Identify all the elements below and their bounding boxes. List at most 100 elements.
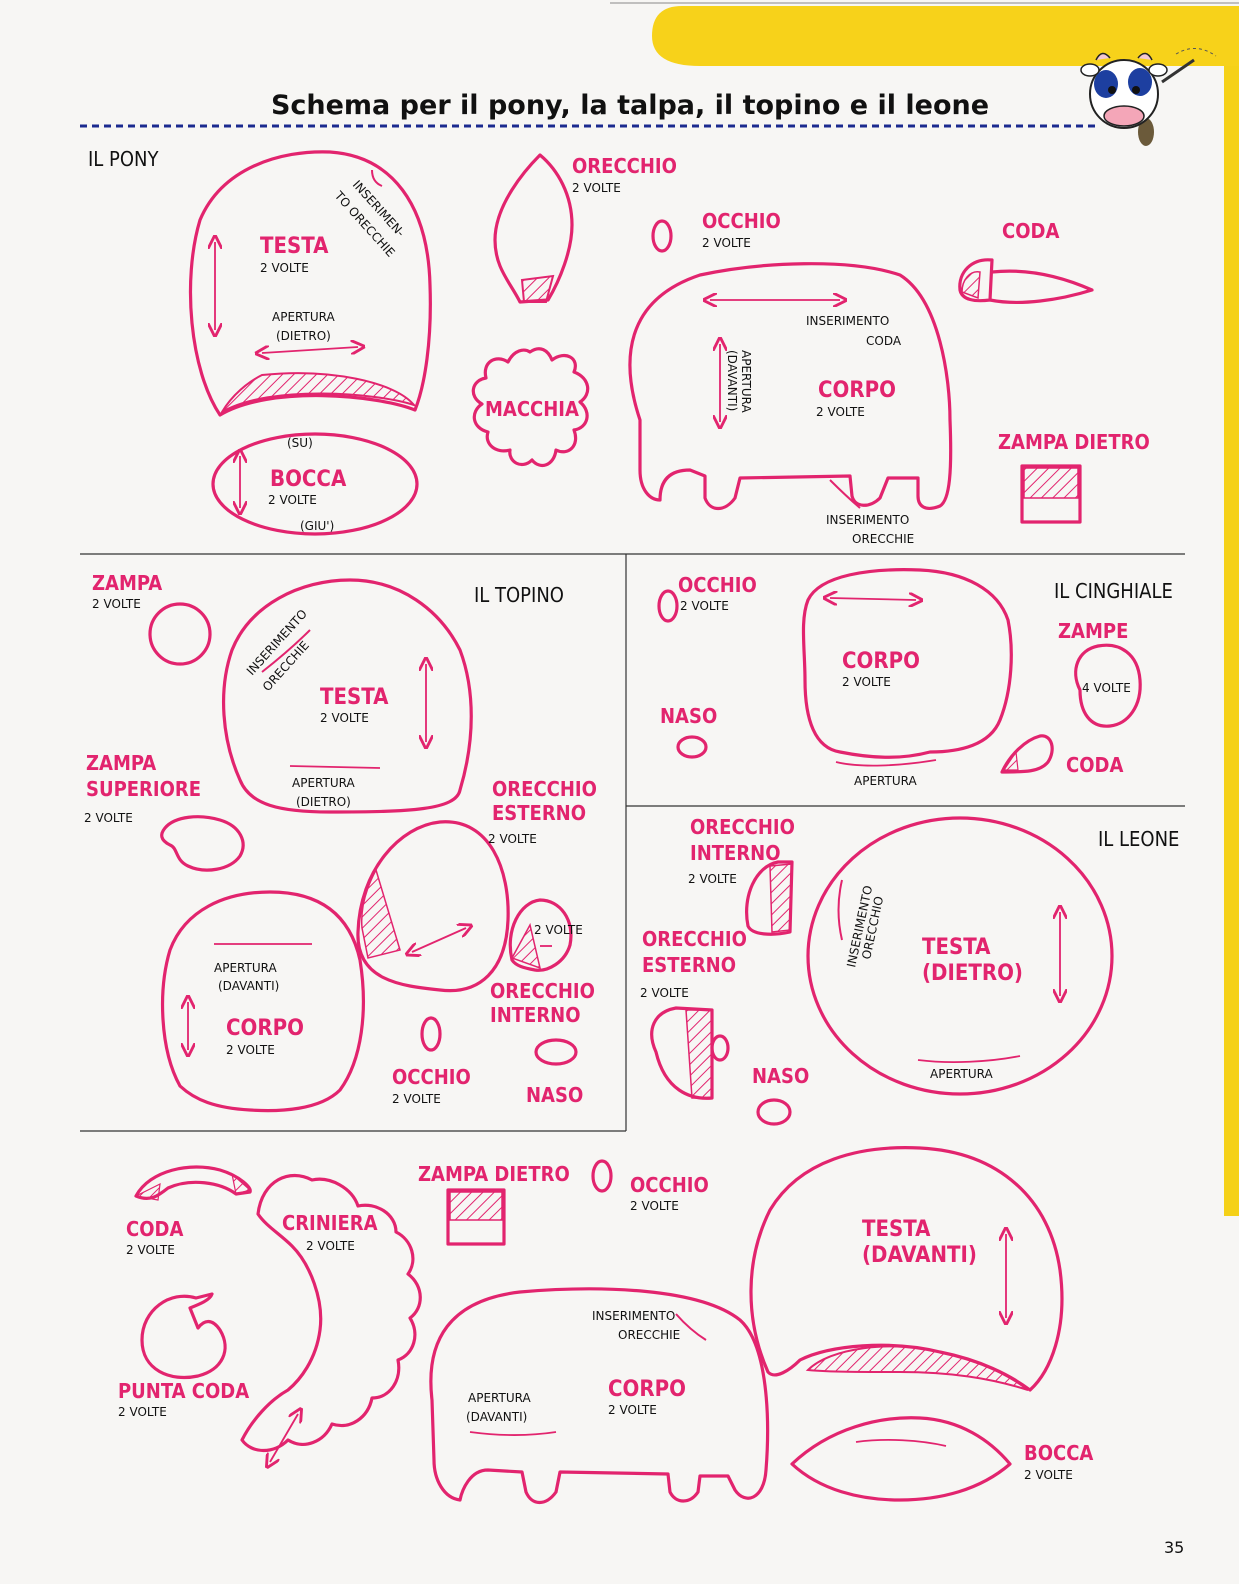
leone-outer-ear-count: 2 VOLTE (640, 986, 689, 1000)
pony-eye-piece (651, 219, 673, 253)
yellow-tab (610, 2, 1239, 1216)
cinghiale-tail-label: CODA (1066, 753, 1123, 777)
pony-mouth-bottom: (GIU') (300, 519, 334, 533)
pony-spot-piece (471, 347, 590, 468)
pony-body-label: CORPO (818, 378, 896, 403)
leone-mouth-piece (790, 1416, 1012, 1502)
leone-eye-count: 2 VOLTE (630, 1199, 679, 1213)
leone-mouth-count: 2 VOLTE (1024, 1468, 1073, 1482)
cinghiale-body-label: CORPO (842, 649, 920, 674)
pony-body-ear-insert-1: INSERIMENTO (826, 513, 909, 527)
pony-head-hatch (219, 372, 417, 415)
section-title-topino: IL TOPINO (474, 583, 564, 607)
pony-mouth-count: 2 VOLTE (268, 493, 317, 507)
section-dividers (80, 553, 1185, 1132)
topino-nose-label: NASO (526, 1083, 583, 1107)
topino-inner-ear-label-1: ORECCHIO (490, 979, 595, 1003)
leone-tail-tip-count: 2 VOLTE (118, 1405, 167, 1419)
leone-tail-piece (134, 1165, 252, 1201)
leone-mane-count: 2 VOLTE (306, 1239, 355, 1253)
cinghiale-body-piece (801, 568, 1013, 759)
leone-tail-tip-piece (140, 1292, 227, 1380)
pony-eye-label: OCCHIO (702, 209, 781, 233)
leone-head-back-piece (806, 816, 1114, 1096)
topino-outer-ear-count: 2 VOLTE (488, 832, 537, 846)
topino-inner-ear-piece (508, 898, 573, 972)
leone-head-front-piece (749, 1146, 1064, 1392)
topino-outer-ear-label-2: ESTERNO (492, 801, 586, 825)
leone-mouth-label: BOCCA (1024, 1441, 1093, 1465)
leone-inner-ear-label-2: INTERNO (690, 841, 781, 865)
pony-head-opening-2: (DIETRO) (276, 329, 331, 343)
leone-nose-label: NASO (752, 1064, 809, 1088)
topino-eye-count: 2 VOLTE (392, 1092, 441, 1106)
leone-back-leg-piece (446, 1188, 506, 1246)
pony-head-piece (188, 150, 432, 417)
pony-mouth-label: BOCCA (270, 467, 347, 492)
topino-head-label: TESTA (320, 685, 389, 710)
pony-ear-count: 2 VOLTE (572, 181, 621, 195)
topino-head-piece (221, 578, 473, 814)
topino-upper-paw-piece (160, 815, 245, 872)
leone-head-back-opening: APERTURA (930, 1067, 993, 1081)
cinghiale-eye-label: OCCHIO (678, 573, 757, 597)
leone-body-ear-insert-2: ORECCHIE (618, 1328, 680, 1342)
pony-head-opening-1: APERTURA (272, 310, 335, 324)
leone-inner-ear-count: 2 VOLTE (688, 872, 737, 886)
leone-head-front-label-1: TESTA (862, 1217, 931, 1242)
leone-body-label: CORPO (608, 1377, 686, 1402)
leone-tail-label: CODA (126, 1217, 183, 1241)
section-leone: IL LEONE ORECCHIO INTERNO 2 VOLTE ORECCH… (118, 815, 1179, 1505)
pony-body-tail-insert-2: CODA (866, 334, 902, 348)
topino-head-opening-2: (DIETRO) (296, 795, 351, 809)
leone-nose-piece (756, 1098, 792, 1126)
cinghiale-eye-count: 2 VOLTE (680, 599, 729, 613)
leone-outer-ear-label-1: ORECCHIO (642, 927, 747, 951)
topino-eye-label: OCCHIO (392, 1065, 471, 1089)
topino-paw-label: ZAMPA (92, 571, 162, 595)
pony-head-label: TESTA (260, 234, 329, 259)
leone-inner-ear-label-1: ORECCHIO (690, 815, 795, 839)
topino-eye-piece (420, 1016, 442, 1052)
leone-body-ear-insert-1: INSERIMENTO (592, 1309, 675, 1323)
pony-body-count: 2 VOLTE (816, 405, 865, 419)
pony-back-leg-label: ZAMPA DIETRO (998, 430, 1150, 454)
leone-body-opening-2: (DAVANTI) (466, 1410, 527, 1424)
topino-paw-count: 2 VOLTE (92, 597, 141, 611)
cow-mascot-icon (1080, 48, 1217, 146)
topino-body-label: CORPO (226, 1016, 304, 1041)
leone-eye-label: OCCHIO (630, 1173, 709, 1197)
pony-spot-label: MACCHIA (485, 397, 579, 421)
topino-body-count: 2 VOLTE (226, 1043, 275, 1057)
leone-body-opening-1: APERTURA (468, 1391, 531, 1405)
cinghiale-legs-label: ZAMPE (1058, 619, 1128, 643)
pony-mouth-piece (211, 432, 419, 536)
section-title-pony: IL PONY (88, 147, 160, 171)
leone-body-count: 2 VOLTE (608, 1403, 657, 1417)
cinghiale-body-opening: APERTURA (854, 774, 917, 788)
pony-ear-label: ORECCHIO (572, 154, 677, 178)
pony-body-opening-1: APERTURA (739, 350, 753, 413)
leone-outer-ear-label-2: ESTERNO (642, 953, 736, 977)
section-title-leone: IL LEONE (1098, 827, 1179, 851)
leone-tail-count: 2 VOLTE (126, 1243, 175, 1257)
topino-inner-ear-label-2: INTERNO (490, 1003, 581, 1027)
leone-head-back-label-1: TESTA (922, 935, 991, 960)
topino-outer-ear-piece (356, 820, 510, 993)
section-topino: IL TOPINO ZAMPA 2 VOLTE ZAMPA SUPERIORE … (84, 571, 597, 1113)
leone-eye-piece (591, 1159, 613, 1193)
pony-tail-piece (958, 258, 994, 303)
pony-head-count: 2 VOLTE (260, 261, 309, 275)
cinghiale-nose-piece (676, 735, 708, 759)
topino-upper-paw-label-1: ZAMPA (86, 751, 156, 775)
pony-tail-label: CODA (1002, 219, 1059, 243)
leone-mane-piece (240, 1174, 422, 1453)
pony-body-tail-insert-1: INSERIMENTO (806, 314, 889, 328)
leone-inner-ear-piece (745, 860, 794, 936)
pony-body-piece (628, 262, 953, 511)
cinghiale-legs-piece (1074, 643, 1142, 728)
pony-eye-count: 2 VOLTE (702, 236, 751, 250)
topino-head-count: 2 VOLTE (320, 711, 369, 725)
leone-mane-label: CRINIERA (282, 1211, 378, 1235)
cinghiale-body-count: 2 VOLTE (842, 675, 891, 689)
